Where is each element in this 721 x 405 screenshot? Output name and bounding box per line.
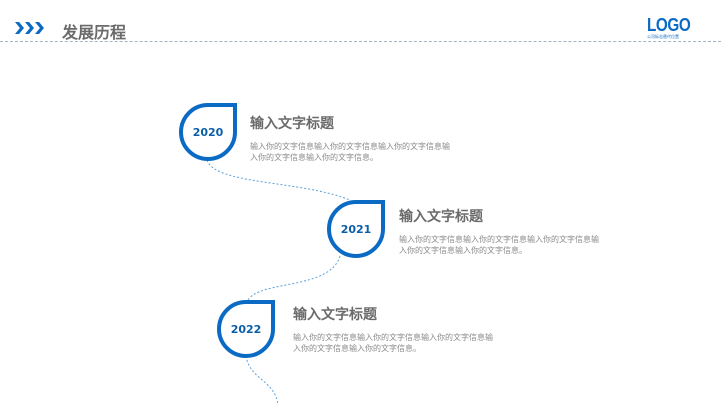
- logo-subtitle: 公司标志替代位置: [647, 34, 679, 39]
- item-title: 输入文字标题: [250, 116, 334, 132]
- item-title: 输入文字标题: [293, 307, 377, 323]
- chevrons-icon: [15, 22, 44, 34]
- item-text: 输入你的文字信息输入你的文字信息输入你的文字信息输入你的文字信息输入你的文字信息…: [293, 333, 493, 353]
- item-title: 输入文字标题: [399, 209, 483, 225]
- year-badge-2020: 2020: [179, 103, 237, 161]
- item-text: 输入你的文字信息输入你的文字信息输入你的文字信息输入你的文字信息输入你的文字信息…: [250, 142, 450, 162]
- logo: LOGO: [647, 15, 691, 35]
- year-badge-2022: 2022: [217, 300, 275, 358]
- year-badge-2021: 2021: [327, 200, 385, 258]
- header-divider: [0, 41, 721, 42]
- page-title: 发展历程: [62, 23, 127, 42]
- item-text: 输入你的文字信息输入你的文字信息输入你的文字信息输入你的文字信息输入你的文字信息…: [399, 235, 599, 255]
